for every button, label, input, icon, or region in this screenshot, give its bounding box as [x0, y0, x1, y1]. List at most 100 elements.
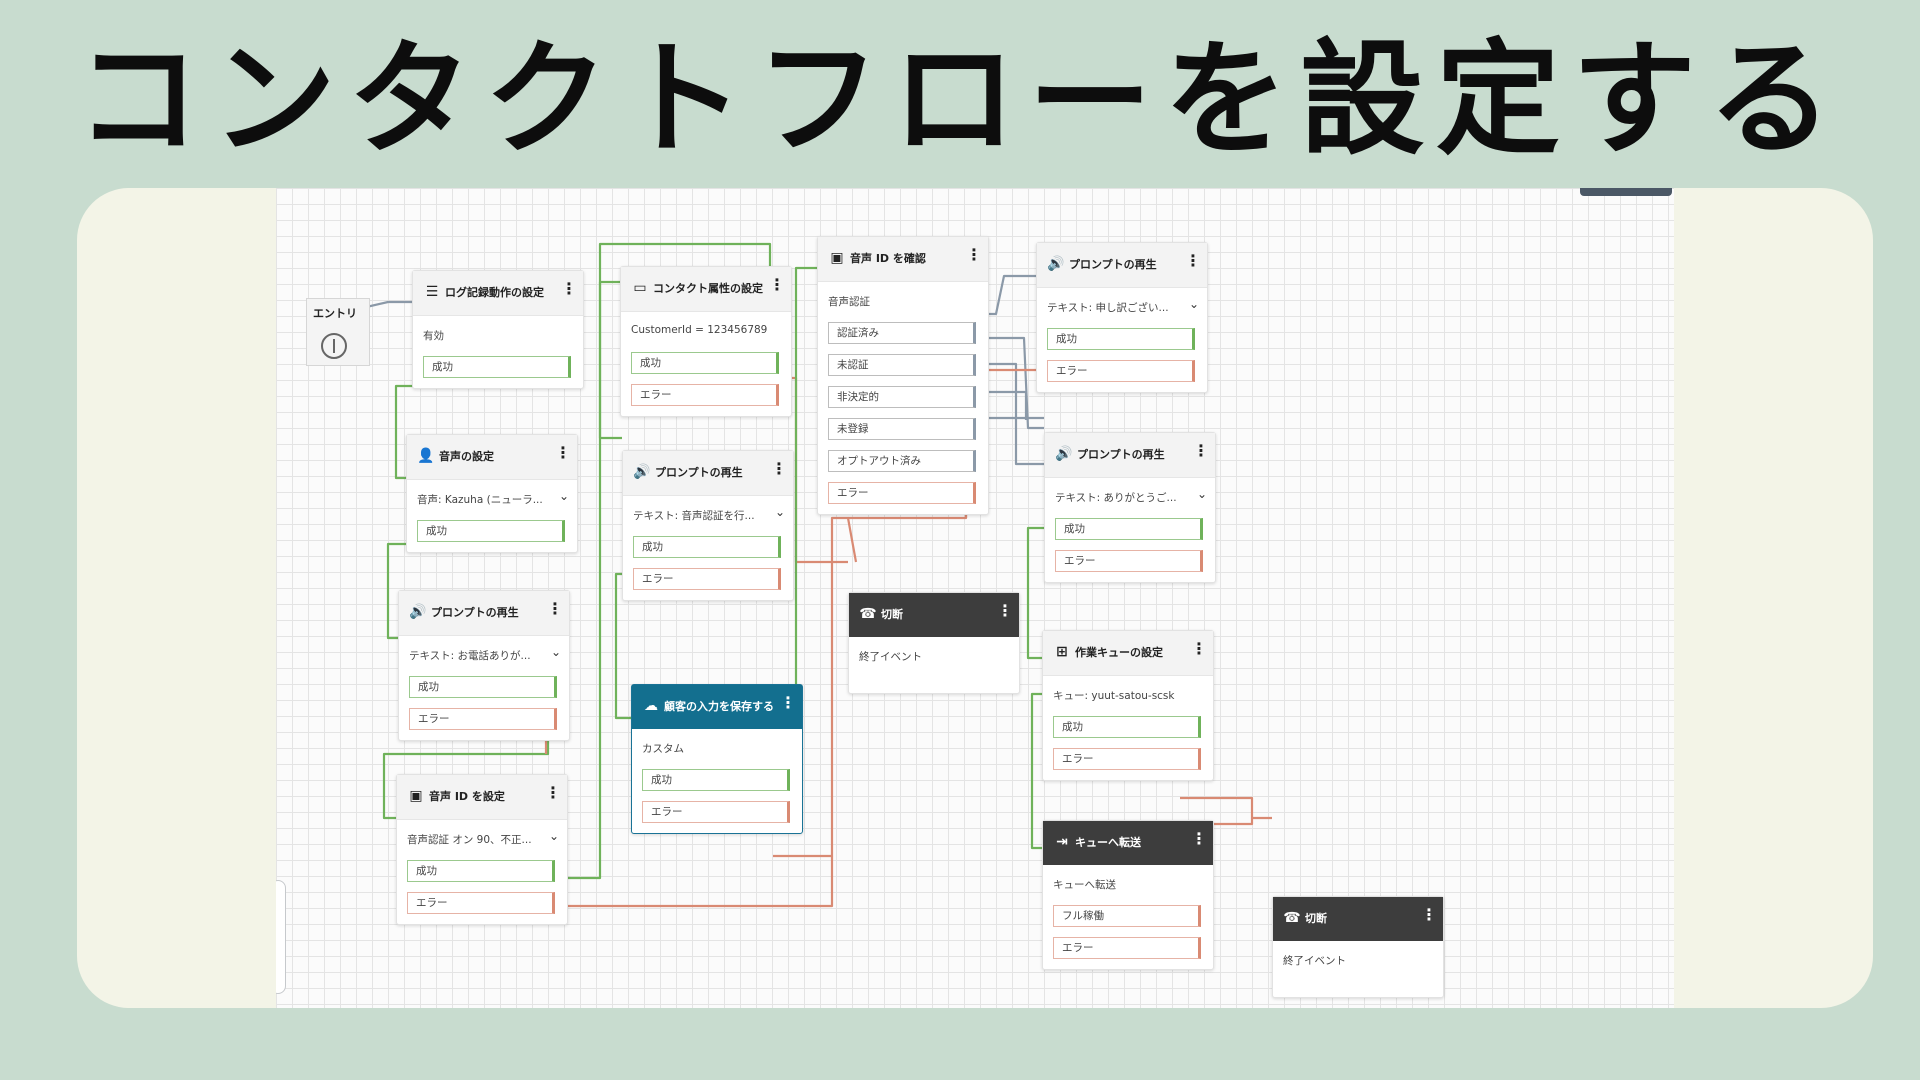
chevron-down-icon[interactable]: ⌄ — [1196, 487, 1207, 501]
connector-12 — [538, 856, 834, 908]
output-branch[interactable]: 成功 — [633, 536, 781, 558]
output-branch[interactable]: 非決定的 — [828, 386, 976, 408]
output-branch[interactable]: エラー — [828, 482, 976, 504]
hangup-icon: ☎ — [1283, 910, 1301, 926]
output-branch[interactable]: 成功 — [409, 676, 557, 698]
more-menu-icon[interactable]: ⋮ — [555, 443, 571, 462]
chevron-down-icon[interactable]: ⌄ — [558, 489, 569, 503]
block-voice[interactable]: 👤音声の設定⋮ 音声: Kazuha (ニューラ... ⌄ 成功 — [406, 434, 578, 553]
block-body: 有効 — [413, 316, 583, 356]
block-prompt-3[interactable]: 🔊プロンプトの再生⋮テキスト: 申し訳ござい...⌄成功エラー — [1036, 242, 1208, 393]
more-menu-icon[interactable]: ⋮ — [1185, 251, 1201, 270]
more-menu-icon[interactable]: ⋮ — [547, 599, 563, 618]
block-header[interactable]: 🔊プロンプトの再生⋮ — [1037, 243, 1207, 288]
more-menu-icon[interactable]: ⋮ — [1421, 905, 1437, 924]
block-title: プロンプトの再生 — [431, 606, 519, 619]
block-description: 音声認証 オン 90、不正... — [407, 834, 532, 846]
entry-point[interactable]: エントリ — [306, 298, 370, 366]
chevron-down-icon[interactable]: ⌄ — [774, 505, 785, 519]
block-body: テキスト: 音声認証を行...⌄ — [623, 496, 793, 536]
output-branch[interactable]: エラー — [409, 708, 557, 730]
output-branch[interactable]: エラー — [1055, 550, 1203, 572]
block-header[interactable]: 🔊 プロンプトの再生 ⋮ — [399, 591, 569, 636]
chevron-down-icon[interactable]: ⌄ — [550, 645, 561, 659]
more-menu-icon[interactable]: ⋮ — [966, 245, 982, 264]
block-header[interactable]: ▣音声 ID を確認⋮ — [818, 237, 988, 282]
block-header[interactable]: 🔊プロンプトの再生⋮ — [1045, 433, 1215, 478]
block-prompt-4[interactable]: 🔊プロンプトの再生⋮テキスト: ありがとうご...⌄成功エラー — [1044, 432, 1216, 583]
output-branch[interactable]: オプトアウト済み — [828, 450, 976, 472]
block-body: カスタム — [632, 729, 802, 769]
block-title: 作業キューの設定 — [1075, 646, 1163, 659]
output-branch[interactable]: エラー — [407, 892, 555, 914]
more-menu-icon[interactable]: ⋮ — [561, 279, 577, 298]
output-branch[interactable]: 未登録 — [828, 418, 976, 440]
output-branch[interactable]: 未認証 — [828, 354, 976, 376]
output-branch[interactable]: エラー — [1053, 748, 1201, 770]
block-header[interactable]: ☎切断⋮ — [849, 593, 1019, 637]
block-body: 終了イベント — [849, 637, 1019, 677]
queue-icon: ⊞ — [1056, 644, 1068, 660]
block-store-input[interactable]: ☁顧客の入力を保存する⋮カスタム成功エラー — [631, 684, 803, 834]
speaker-icon: 🔊 — [633, 464, 651, 480]
more-menu-icon[interactable]: ⋮ — [1191, 829, 1207, 848]
block-padding — [849, 677, 1019, 693]
output-branch[interactable]: 成功 — [1055, 518, 1203, 540]
output-branch[interactable]: エラー — [1047, 360, 1195, 382]
speaker-icon: 🔊 — [409, 604, 427, 620]
block-disconnect-2[interactable]: ☎切断⋮終了イベント — [1272, 896, 1444, 998]
more-menu-icon[interactable]: ⋮ — [769, 275, 785, 294]
output-branch[interactable]: 成功 — [642, 769, 790, 791]
block-transfer-queue[interactable]: ⇥キューへ転送⋮キューへ転送フル稼働エラー — [1042, 820, 1214, 970]
block-header[interactable]: 🔊プロンプトの再生⋮ — [623, 451, 793, 496]
block-header[interactable]: ▭コンタクト属性の設定⋮ — [621, 267, 791, 312]
block-header[interactable]: ☰ログ記録動作の設定⋮ — [413, 271, 583, 316]
block-body: キュー: yuut-satou-scsk — [1043, 676, 1213, 716]
block-check-voice-id[interactable]: ▣音声 ID を確認⋮音声認証認証済み未認証非決定的未登録オプトアウト済みエラー — [817, 236, 989, 515]
output-branch[interactable]: 成功 — [407, 860, 555, 882]
output-branch[interactable]: 成功 — [1047, 328, 1195, 350]
output-branch[interactable]: エラー — [642, 801, 790, 823]
output-branch[interactable]: 成功 — [1053, 716, 1201, 738]
block-prompt-1[interactable]: 🔊 プロンプトの再生 ⋮ テキスト: お電話ありが... ⌄ 成功エラー — [398, 590, 570, 741]
chevron-down-icon[interactable]: ⌄ — [548, 829, 559, 843]
block-set-voice-id[interactable]: ▣音声 ID を設定⋮ 音声認証 オン 90、不正... ⌄ 成功エラー — [396, 774, 568, 925]
output-branch[interactable]: 成功 — [631, 352, 779, 374]
output-branch[interactable]: 成功 — [423, 356, 571, 378]
block-title: ログ記録動作の設定 — [445, 286, 544, 299]
more-menu-icon[interactable]: ⋮ — [771, 459, 787, 478]
more-menu-icon[interactable]: ⋮ — [997, 601, 1013, 620]
block-body: テキスト: 申し訳ござい...⌄ — [1037, 288, 1207, 328]
block-prompt-2[interactable]: 🔊プロンプトの再生⋮テキスト: 音声認証を行...⌄成功エラー — [622, 450, 794, 601]
flow-canvas[interactable]: エントリ ☰ログ記録動作の設定⋮有効成功 👤音声の設定⋮音声: Kazuha (… — [276, 188, 1674, 1008]
block-header[interactable]: ☁顧客の入力を保存する⋮ — [632, 685, 802, 729]
output-branch[interactable]: フル稼働 — [1053, 905, 1201, 927]
chevron-down-icon[interactable]: ⌄ — [1188, 297, 1199, 311]
block-title: 切断 — [1305, 912, 1327, 925]
output-branch[interactable]: 認証済み — [828, 322, 976, 344]
output-branch[interactable]: エラー — [631, 384, 779, 406]
output-branch[interactable]: 成功 — [417, 520, 565, 542]
toolbar-stub — [1580, 188, 1672, 196]
block-description: 音声: Kazuha (ニューラ... — [417, 494, 543, 506]
block-header[interactable]: ▣音声 ID を設定⋮ — [397, 775, 567, 820]
more-menu-icon[interactable]: ⋮ — [780, 693, 796, 712]
block-log[interactable]: ☰ログ記録動作の設定⋮有効成功 — [412, 270, 584, 389]
block-body: キューへ転送 — [1043, 865, 1213, 905]
block-disconnect-1[interactable]: ☎切断⋮終了イベント — [848, 592, 1020, 694]
block-header[interactable]: ⊞ 作業キューの設定 ⋮ — [1043, 631, 1213, 676]
more-menu-icon[interactable]: ⋮ — [545, 783, 561, 802]
block-body: 音声認証 オン 90、不正... ⌄ — [397, 820, 567, 860]
block-description: テキスト: お電話ありが... — [409, 650, 531, 662]
output-branch[interactable]: エラー — [1053, 937, 1201, 959]
block-title: プロンプトの再生 — [1077, 448, 1165, 461]
block-header[interactable]: ⇥キューへ転送⋮ — [1043, 821, 1213, 865]
block-header[interactable]: 👤音声の設定⋮ — [407, 435, 577, 480]
more-menu-icon[interactable]: ⋮ — [1191, 639, 1207, 658]
block-title: プロンプトの再生 — [1069, 258, 1157, 271]
block-header[interactable]: ☎ 切断 ⋮ — [1273, 897, 1443, 941]
output-branch[interactable]: エラー — [633, 568, 781, 590]
more-menu-icon[interactable]: ⋮ — [1193, 441, 1209, 460]
